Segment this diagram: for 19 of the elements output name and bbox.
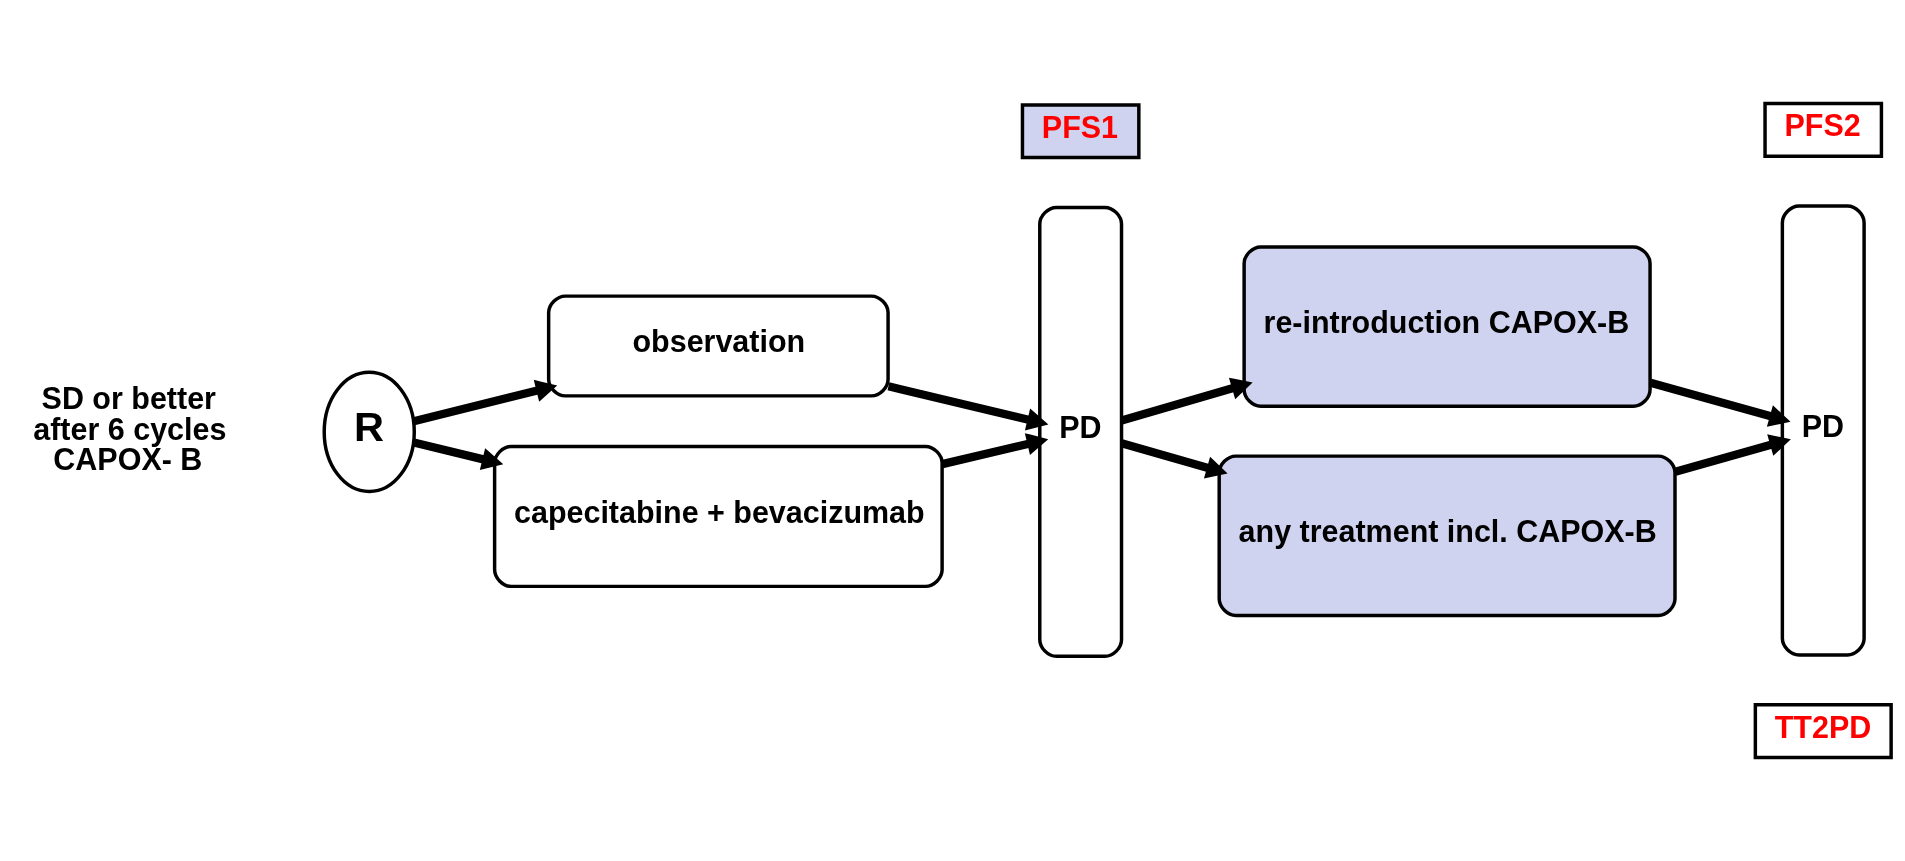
node-box: PFS2 xyxy=(1763,101,1884,158)
arrow xyxy=(1120,439,1228,479)
node-box: PD xyxy=(1780,204,1866,657)
node-box: capecitabine + bevacizumab xyxy=(492,444,944,589)
node-ellipse: R xyxy=(322,370,416,494)
arrow xyxy=(412,379,558,426)
node-box: re-introduction CAPOX-B xyxy=(1242,245,1652,408)
arrow xyxy=(1120,377,1253,425)
node-box: PD xyxy=(1038,205,1124,659)
arrow xyxy=(412,438,504,471)
arrow xyxy=(1649,378,1791,427)
node-box: observation xyxy=(546,294,890,398)
arrow xyxy=(941,433,1049,469)
arrow xyxy=(1674,434,1791,476)
node-box: PFS1 xyxy=(1020,103,1141,160)
arrow xyxy=(887,382,1049,431)
node-box: any treatment incl. CAPOX-B xyxy=(1217,454,1677,618)
node-box: TT2PD xyxy=(1753,703,1893,760)
node-label: SD or better after 6 cycles CAPOX- B xyxy=(33,381,227,477)
